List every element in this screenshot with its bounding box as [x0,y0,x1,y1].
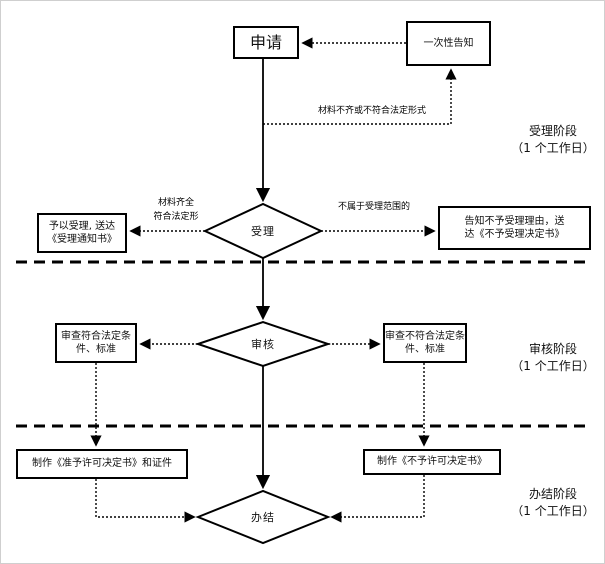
reject-result-line2: 达《不予受理决定书》 [464,229,565,240]
review-pass-line2: 件、标准 [76,344,116,355]
materials-complete-line2: 符合法定形 [153,211,199,222]
reject-result-node: 告知不予受理理由，送 达《不予受理决定书》 [438,206,591,250]
make-denial-node: 制作《不予许可决定书》 [363,449,501,475]
review-fail-line1: 审查不符合法定条 [385,330,465,342]
edge-permitbox-to-complete [95,479,196,523]
stage-accept-label: 受理阶段 （1 个工作日） [503,123,603,158]
materials-complete-line1: 材料齐全 [157,198,194,208]
edge-denialbox-to-complete [330,475,425,523]
make-permit-node: 制作《准予许可决定书》和证件 [16,449,188,479]
one-time-notice-node: 一次性告知 [406,21,491,66]
stage-accept-line2: （1 个工作日） [511,141,595,156]
stage-review-line1: 审核阶段 [528,342,577,356]
review-pass-line1: 审查符合法定条 [61,330,131,342]
edge-incomplete-to-notify [263,68,457,125]
not-in-scope-label: 不属于受理范围的 [337,202,410,212]
stage-accept-line1: 受理阶段 [528,124,577,138]
review-decision-diamond [194,320,332,368]
review-fail-node: 审查不符合法定条 件、标准 [383,323,467,363]
accept-decision-diamond [202,202,324,260]
stage-complete-line1: 办结阶段 [528,487,577,501]
stage-review-line2: （1 个工作日） [511,359,595,374]
materials-incomplete-label: 材料不齐或不符合法定形式 [317,106,426,116]
reject-result-line1: 告知不予受理理由，送 [464,215,565,227]
apply-node-label: 申请 [249,32,282,52]
accept-result-line1: 予以受理, 送达 [48,220,116,232]
stage-complete-line2: （1 个工作日） [511,504,595,519]
make-permit-label: 制作《准予许可决定书》和证件 [32,458,172,470]
accept-decision-label: 受理 [251,225,275,238]
make-denial-label: 制作《不予许可决定书》 [377,456,487,468]
one-time-notice-label: 一次性告知 [423,37,474,49]
review-pass-node: 审查符合法定条 件、标准 [55,323,137,363]
accept-result-node: 予以受理, 送达 《受理通知书》 [37,213,127,253]
materials-complete-label: 材料齐全 符合法定形 [137,197,215,224]
stage-review-label: 审核阶段 （1 个工作日） [503,341,603,376]
accept-result-line2: 《受理通知书》 [47,234,117,245]
stage-complete-label: 办结阶段 （1 个工作日） [503,486,603,521]
review-fail-line2: 件、标准 [405,344,445,355]
complete-decision-diamond [195,489,331,545]
apply-node: 申请 [233,26,299,59]
review-decision-label: 审核 [251,338,275,351]
complete-decision-label: 办结 [251,511,275,524]
